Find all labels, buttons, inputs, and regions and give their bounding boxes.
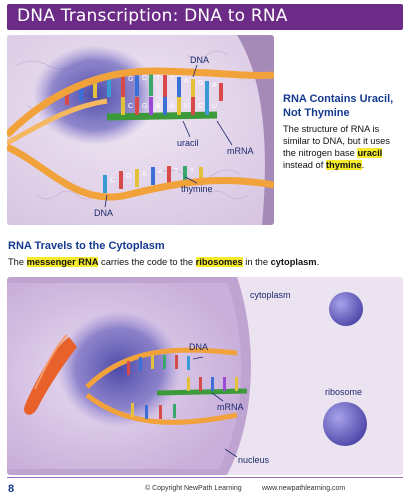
label-thymine: thymine	[181, 184, 213, 194]
sidebar-line: The structure of RNA is	[283, 123, 403, 135]
base-letter: T	[170, 76, 174, 83]
footer-url: www.newpathlearning.com	[262, 485, 345, 492]
label-uracil: uracil	[177, 138, 199, 148]
base-letter: C	[142, 75, 147, 82]
cell-svg	[7, 277, 403, 475]
base-letter: A	[184, 78, 189, 85]
mrna-strand	[107, 115, 217, 117]
page-number: 8	[8, 483, 14, 495]
label-dna-bottom: DNA	[94, 208, 113, 218]
rna-base-letter: A	[156, 103, 161, 110]
rna-base-letter: U	[184, 103, 189, 110]
sidebar-text: .	[362, 160, 365, 170]
term-messenger-rna: messenger RNA	[27, 257, 99, 267]
sidebar-body: The structure of RNA is similar to DNA, …	[283, 123, 403, 171]
transcription-illustration: G C T T A G A C G A A U C U C G A A T T …	[7, 35, 274, 225]
label-mrna: mRNA	[227, 146, 254, 156]
base-letter: T	[156, 75, 160, 82]
ribosome-top	[329, 292, 363, 326]
transcription-svg	[7, 35, 274, 225]
sidebar-text: the nitrogen base	[283, 148, 355, 158]
term-thymine: thymine	[326, 160, 362, 170]
footer-divider	[7, 477, 403, 478]
rna-base-letter: C	[198, 103, 203, 110]
mrna-strand	[157, 391, 247, 393]
sidebar-line: the nitrogen base uracil	[283, 147, 403, 159]
sidebar-heading-line1: RNA Contains Uracil,	[283, 92, 403, 106]
label-nucleus: nucleus	[238, 455, 269, 465]
ribosome-bottom	[323, 402, 367, 446]
label-ribosome: ribosome	[325, 387, 362, 397]
term-ribosomes: ribosomes	[196, 257, 243, 267]
term-cytoplasm: cytoplasm	[271, 257, 317, 267]
page-title: DNA Transcription: DNA to RNA	[17, 6, 288, 26]
sidebar-text: instead of	[283, 160, 323, 170]
base-letter: G	[198, 80, 203, 87]
base-letter: A	[142, 171, 147, 178]
base-letter: G	[128, 76, 133, 83]
section-text: carries the code to the	[101, 257, 193, 267]
section-text: The	[8, 257, 24, 267]
section-text: .	[317, 257, 320, 267]
label-dna: DNA	[189, 342, 208, 352]
section-body: The messenger RNA carries the code to th…	[8, 257, 319, 267]
base-letter: A	[158, 169, 163, 176]
rna-base-letter: G	[142, 103, 147, 110]
section-heading: RNA Travels to the Cytoplasm	[8, 240, 165, 252]
base-letter: T	[190, 168, 194, 175]
rna-base-letter: U	[212, 103, 217, 110]
rna-base-letter: A	[170, 103, 175, 110]
sidebar-line: similar to DNA, but it uses	[283, 135, 403, 147]
base-letter: A	[212, 82, 217, 89]
base-letter: C	[110, 177, 115, 184]
base-letter: T	[174, 168, 178, 175]
rna-base-letter: C	[128, 103, 133, 110]
label-mrna: mRNA	[217, 402, 244, 412]
section-text: in the	[245, 257, 268, 267]
label-dna-top: DNA	[190, 55, 209, 65]
cell-illustration: cytoplasm DNA mRNA ribosome nucleus	[7, 277, 403, 475]
sidebar-heading: RNA Contains Uracil, Not Thymine	[283, 92, 403, 120]
label-cytoplasm: cytoplasm	[250, 290, 291, 300]
title-bar: DNA Transcription: DNA to RNA	[7, 4, 403, 30]
term-uracil: uracil	[357, 148, 382, 158]
sidebar-line: instead of thymine.	[283, 159, 403, 171]
copyright-text: © Copyright NewPath Learning	[145, 485, 242, 492]
base-letter: G	[126, 173, 131, 180]
sidebar-heading-line2: Not Thymine	[283, 106, 403, 120]
nucleolus-blob	[57, 311, 181, 427]
